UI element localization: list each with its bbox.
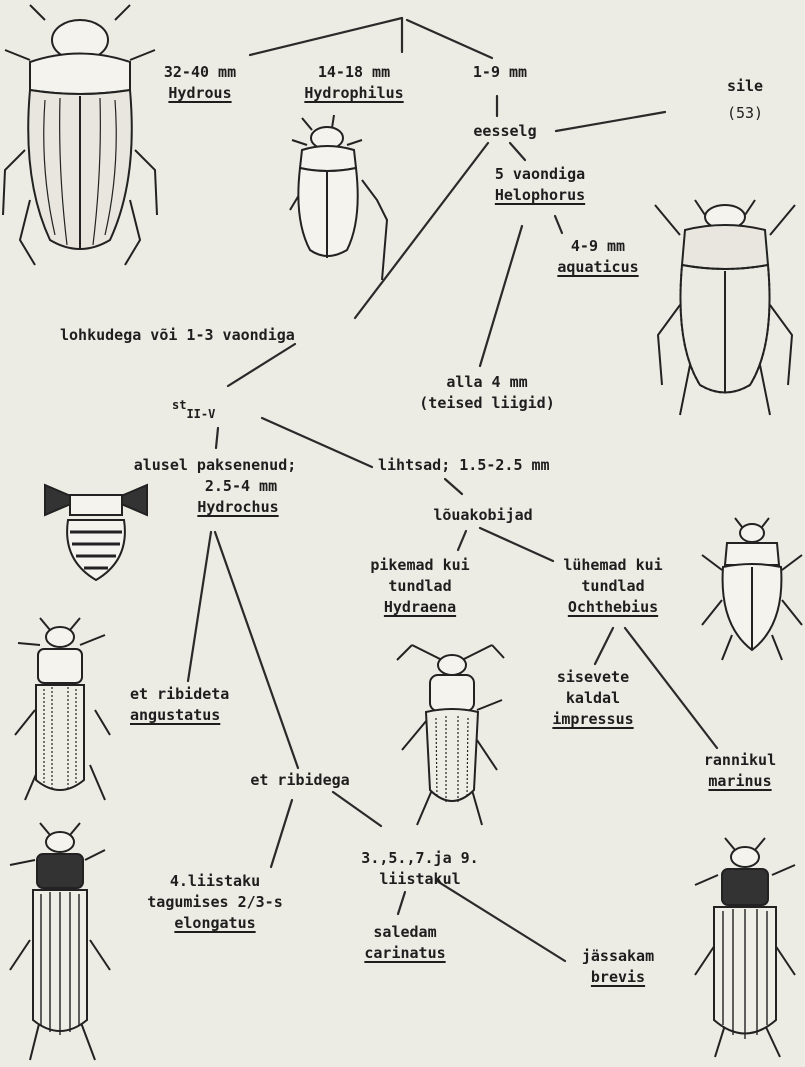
pikemad-label: pikemad kui tundlad Hydraena: [355, 555, 485, 618]
saledam-text: saledam: [355, 922, 455, 943]
hydraena-beetle-illustration: [392, 640, 512, 835]
elongatus-beetle-illustration: [5, 820, 115, 1065]
elongatus-species-text: elongatus: [120, 913, 310, 934]
jassakam-text: jässakam: [568, 946, 668, 967]
hydrous-label: 32-40 mm Hydrous: [140, 62, 260, 104]
liistakul-text-2: liistakul: [345, 869, 495, 890]
carinatus-species-text: carinatus: [355, 943, 455, 964]
sile-text: sile: [700, 76, 790, 97]
teised-text: (teised liigid): [402, 393, 572, 414]
alla4-label: alla 4 mm (teised liigid): [402, 372, 572, 414]
louakobijad-text: lõuakobijad: [408, 505, 558, 526]
line-helophorus-aquaticus: [555, 216, 562, 233]
alusel-label: alusel paksenenud; 2.5-4 mm Hydrochus: [80, 455, 350, 518]
sisevete-label: sisevete kaldal impressus: [543, 667, 643, 730]
pikemad-text-2: tundlad: [355, 576, 485, 597]
liistakul-text-1: 3.,5.,7.ja 9.: [345, 848, 495, 869]
line-root-hydrous: [250, 18, 402, 55]
hydrophilus-label: 14-18 mm Hydrophilus: [284, 62, 424, 104]
ochthebius-genus-text: Ochthebius: [548, 597, 678, 618]
line-eesselg-vaondiga: [510, 143, 525, 160]
marinus-species-text: marinus: [690, 771, 790, 792]
line-helophorus-alla4: [480, 226, 522, 366]
line-ochthebius-sisevete: [595, 628, 613, 664]
sisevete-text-1: sisevete: [543, 667, 643, 688]
hydrous-genus-text: Hydrous: [140, 83, 260, 104]
st-label: stII-V: [172, 395, 272, 425]
liistaku-label: 4.liistaku tagumises 2/3-s elongatus: [120, 871, 310, 934]
eesselg-text: eesselg: [450, 121, 560, 142]
line-lihtsad-louakobijad: [445, 479, 462, 494]
luhemad-text-2: tundlad: [548, 576, 678, 597]
ribideta-text: et ribideta: [130, 684, 270, 705]
hydraena-genus-text: Hydraena: [355, 597, 485, 618]
saledam-label: saledam carinatus: [355, 922, 455, 964]
eesselg-label: eesselg: [450, 121, 560, 142]
lihtsad-text: lihtsad; 1.5-2.5 mm: [378, 455, 648, 476]
angustatus-species-text: angustatus: [130, 705, 270, 726]
luhemad-label: lühemad kui tundlad Ochthebius: [548, 555, 678, 618]
helophorus-genus-text: Helophorus: [470, 185, 610, 206]
louakobijad-label: lõuakobijad: [408, 505, 558, 526]
brevis-beetle-illustration: [690, 835, 800, 1060]
jassakam-label: jässakam brevis: [568, 946, 668, 988]
luhemad-text-1: lühemad kui: [548, 555, 678, 576]
small-size-label: 1-9 mm: [450, 62, 550, 83]
rannikul-text: rannikul: [690, 750, 790, 771]
aquaticus-species-text: aquaticus: [543, 257, 653, 278]
hydrophilus-beetle-illustration: [282, 110, 400, 285]
alla4-text: alla 4 mm: [402, 372, 572, 393]
brevis-species-text: brevis: [568, 967, 668, 988]
alusel-text: alusel paksenenud;: [80, 455, 350, 476]
line-root-small: [407, 20, 492, 58]
aquaticus-size-text: 4-9 mm: [543, 236, 653, 257]
line-hydrochus-ribidega: [215, 532, 298, 768]
lohkudega-text: lohkudega või 1-3 vaondiga: [60, 325, 400, 346]
angustatus-beetle-illustration: [10, 615, 120, 815]
line-louakobijad-luhemad: [480, 528, 553, 561]
hydrophilus-size-text: 14-18 mm: [284, 62, 424, 83]
liistaku-text-1: 4.liistaku: [120, 871, 310, 892]
lihtsad-label: lihtsad; 1.5-2.5 mm: [378, 455, 648, 476]
liistaku-text-2: tagumises 2/3-s: [120, 892, 310, 913]
hydrous-size-text: 32-40 mm: [140, 62, 260, 83]
hydrochus-genus-text: Hydrochus: [80, 497, 350, 518]
line-st-alusel: [216, 428, 218, 448]
line-liistakul-jassakam: [437, 881, 565, 961]
line-lohkudega-st: [228, 344, 295, 386]
hydrochus-size-text: 2.5-4 mm: [80, 476, 350, 497]
sile-ref-text: (53): [700, 103, 790, 124]
aquaticus-beetle-illustration: [650, 195, 800, 435]
line-louakobijad-pikemad: [458, 531, 466, 550]
ribidega-text: et ribidega: [230, 770, 370, 791]
impressus-species-text: impressus: [543, 709, 643, 730]
ochthebius-beetle-illustration: [697, 515, 805, 665]
st-base-text: st: [172, 398, 186, 412]
sile-label: sile (53): [700, 76, 790, 124]
st-sub-text: II-V: [186, 407, 215, 421]
hydrous-beetle-illustration: [0, 0, 160, 270]
rannikul-label: rannikul marinus: [690, 750, 790, 792]
line-ribidega-liistaku: [271, 800, 292, 867]
liistakul-label: 3.,5.,7.ja 9. liistakul: [345, 848, 495, 890]
helophorus-label: 5 vaondiga Helophorus: [470, 164, 610, 206]
line-ribidega-liistakul: [333, 792, 381, 826]
small-size-text: 1-9 mm: [450, 62, 550, 83]
ribideta-label: et ribideta angustatus: [130, 684, 270, 726]
hydrophilus-genus-text: Hydrophilus: [284, 83, 424, 104]
vaondiga-text: 5 vaondiga: [470, 164, 610, 185]
pikemad-text-1: pikemad kui: [355, 555, 485, 576]
lohkudega-label: lohkudega või 1-3 vaondiga: [60, 325, 400, 346]
line-liistakul-saledam: [398, 892, 405, 914]
line-hydrochus-ribideta: [188, 532, 211, 681]
line-eesselg-sile: [556, 112, 665, 131]
aquaticus-label: 4-9 mm aquaticus: [543, 236, 653, 278]
sisevete-text-2: kaldal: [543, 688, 643, 709]
ribidega-label: et ribidega: [230, 770, 370, 791]
